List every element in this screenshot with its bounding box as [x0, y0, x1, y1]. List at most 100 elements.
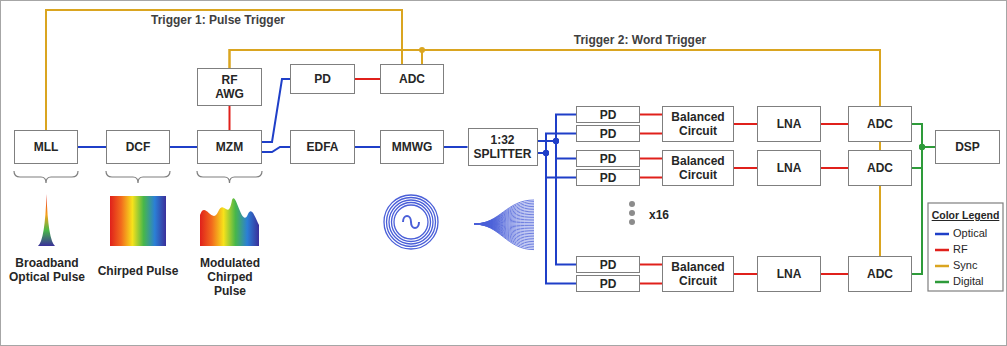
waveguide-spiral: [384, 195, 438, 249]
trigger-label: Trigger 2: Word Trigger: [572, 33, 708, 47]
rf-link: [229, 106, 231, 130]
box-label: DCF: [126, 140, 151, 154]
box-label: MMWG: [392, 140, 433, 154]
digital-link: [912, 147, 935, 168]
box-label: Balanced Circuit: [663, 260, 733, 288]
box-label: ADC: [399, 72, 425, 86]
sync-link: [230, 50, 881, 106]
splitter-fanout: [474, 200, 534, 250]
digital-link: [912, 124, 935, 147]
sync-link: [879, 186, 881, 256]
box-label: PD: [600, 108, 617, 122]
caption-label: Chirped Pulse: [88, 264, 188, 278]
process-box: Balanced Circuit: [662, 106, 734, 142]
optical-link: [170, 146, 197, 148]
process-box: PD: [576, 125, 640, 142]
process-box: LNA: [757, 106, 821, 142]
process-box: ADC: [848, 150, 912, 186]
rf-link: [640, 283, 662, 285]
box-label: ADC: [867, 161, 893, 175]
legend-swatch: [935, 248, 949, 251]
legend-text: Sync: [953, 259, 977, 272]
process-box: LNA: [757, 150, 821, 186]
process-box: PD: [576, 106, 640, 123]
rf-link: [355, 78, 380, 80]
legend-entry: RF: [935, 243, 968, 256]
legend-swatch-frame: [935, 245, 949, 255]
rf-link: [640, 133, 662, 135]
junction-dot: [553, 138, 559, 144]
process-box: ADC: [848, 106, 912, 142]
box-label: 1:32 SPLITTER: [472, 133, 534, 161]
process-box: DCF: [106, 130, 170, 164]
rf-link: [640, 177, 662, 179]
legend-title: Color Legend: [928, 208, 1003, 222]
sync-link: [879, 142, 881, 150]
legend-text: Optical: [953, 227, 987, 240]
brace: [197, 171, 262, 183]
legend-swatch: [935, 232, 949, 235]
process-box: PD: [576, 275, 640, 292]
optical-link: [538, 153, 577, 284]
process-box: MLL: [14, 130, 78, 164]
process-box: PD: [576, 169, 640, 186]
process-box: 1:32 SPLITTER: [468, 128, 538, 166]
process-box: EDFA: [290, 130, 355, 164]
box-label: PD: [600, 127, 617, 141]
process-box: LNA: [757, 256, 821, 292]
process-box: PD: [576, 150, 640, 167]
legend-text: RF: [953, 243, 968, 256]
rf-link: [734, 167, 757, 169]
process-box: DSP: [935, 130, 1000, 164]
sync-link: [46, 10, 402, 130]
optical-link: [444, 146, 468, 148]
rf-link: [734, 273, 757, 275]
legend-swatch-frame: [935, 277, 949, 287]
rf-link: [640, 264, 662, 266]
legend-swatch-frame: [935, 261, 949, 271]
chirped-pulse: [110, 196, 166, 246]
process-box: PD: [290, 64, 355, 94]
box-label: DSP: [955, 140, 980, 154]
caption-label: Broadband Optical Pulse: [5, 256, 89, 284]
legend-entry: Digital: [935, 275, 984, 288]
process-box: PD: [576, 256, 640, 273]
count-label: x16: [642, 208, 676, 222]
box-label: Balanced Circuit: [663, 110, 733, 138]
junction-dot: [419, 47, 425, 53]
ellipsis-dots: [629, 201, 635, 225]
box-label: MZM: [216, 140, 243, 154]
caption-label: Modulated Chirped Pulse: [195, 256, 265, 298]
legend-swatch: [935, 280, 949, 283]
rf-link: [821, 273, 848, 275]
junction-dot: [553, 138, 559, 144]
modulated-chirped-pulse: [200, 198, 259, 246]
box-label: LNA: [777, 267, 802, 281]
legend-swatch: [935, 264, 949, 267]
box-label: PD: [600, 277, 617, 291]
box-label: ADC: [867, 117, 893, 131]
box-label: PD: [600, 258, 617, 272]
optical-link: [538, 115, 577, 142]
process-box: MZM: [197, 130, 262, 164]
process-box: ADC: [380, 64, 444, 94]
rf-link: [640, 114, 662, 116]
box-label: EDFA: [306, 140, 338, 154]
junction-dot: [919, 144, 925, 150]
digital-link: [912, 147, 935, 274]
junction-dot: [543, 150, 549, 156]
optical-link: [355, 146, 380, 148]
rf-link: [640, 158, 662, 160]
box-label: LNA: [777, 161, 802, 175]
junction-dot: [543, 150, 549, 156]
optical-link: [262, 79, 290, 142]
process-box: Balanced Circuit: [662, 150, 734, 186]
box-label: LNA: [777, 117, 802, 131]
process-box: MMWG: [380, 130, 444, 164]
junction-dot: [543, 150, 549, 156]
legend-swatch-frame: [935, 229, 949, 239]
legend-text: Digital: [953, 275, 984, 288]
process-box: Balanced Circuit: [662, 256, 734, 292]
optical-link: [78, 146, 106, 148]
